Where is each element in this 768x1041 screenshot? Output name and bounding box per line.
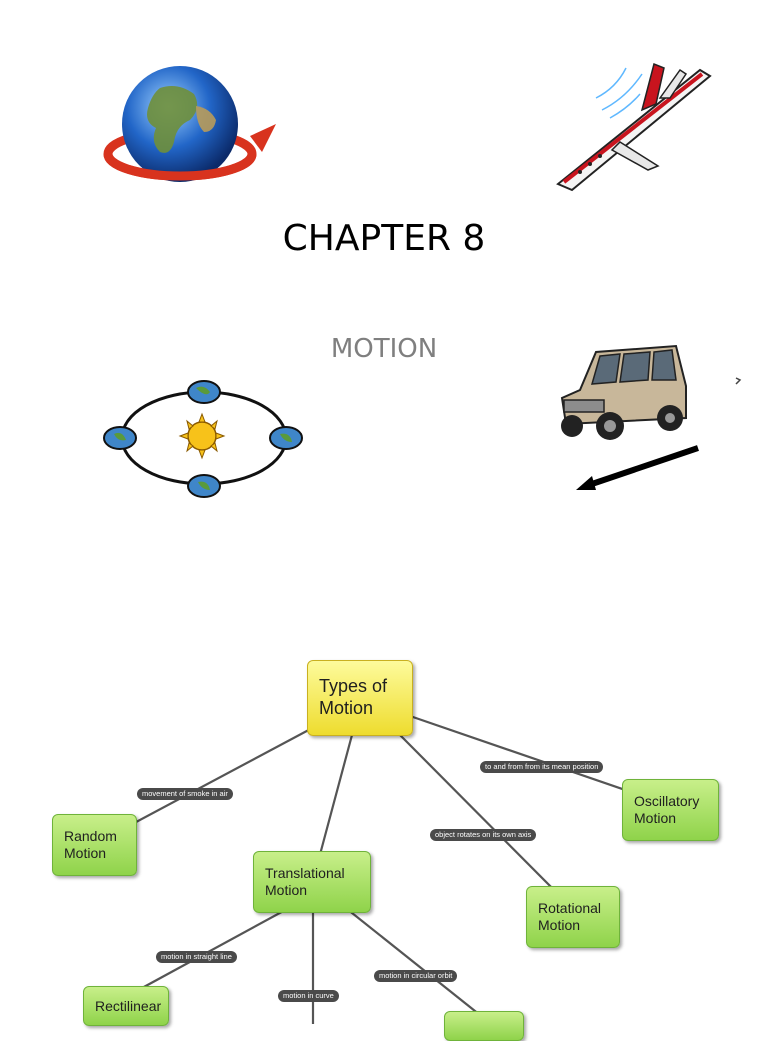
link-label-rotational: object rotates on its own axis	[430, 829, 537, 841]
slide-subtitle: MOTION	[330, 334, 438, 364]
concept-node-random: Random Motion	[52, 814, 137, 876]
concept-node-circular	[444, 1011, 524, 1041]
concept-node-rotational-label: Rotational Motion	[538, 900, 602, 933]
concept-node-rectilinear: Rectilinear	[83, 986, 169, 1026]
link-label-random: movement of smoke in air	[137, 788, 233, 800]
concept-node-translational-label: Translational Motion	[265, 865, 345, 898]
rotating-globe-icon	[103, 66, 276, 182]
concept-node-oscillatory: Oscillatory Motion	[622, 779, 719, 841]
concept-node-root-label: Types of Motion	[319, 676, 388, 718]
sun-icon	[178, 412, 226, 460]
airplane-icon	[556, 62, 712, 192]
link-label-curvilinear: motion in curve	[278, 990, 339, 1002]
concept-node-rotational: Rotational Motion	[526, 886, 620, 948]
concept-node-root: Types of Motion	[307, 660, 413, 736]
link-label-oscillatory: to and from from its mean position	[480, 761, 604, 773]
moving-suv-icon	[560, 344, 742, 490]
concept-node-oscillatory-label: Oscillatory Motion	[634, 793, 700, 826]
concept-node-random-label: Random Motion	[64, 828, 117, 861]
link-label-circular: motion in circular orbit	[374, 970, 458, 982]
slide-title: CHAPTER 8	[282, 218, 486, 259]
concept-node-rectilinear-label: Rectilinear	[95, 997, 162, 1014]
link-label-rectilinear: motion in straight line	[156, 951, 237, 963]
concept-node-translational: Translational Motion	[253, 851, 371, 913]
earth-icon	[103, 380, 303, 498]
earth-orbit-sun-icon	[103, 380, 303, 498]
